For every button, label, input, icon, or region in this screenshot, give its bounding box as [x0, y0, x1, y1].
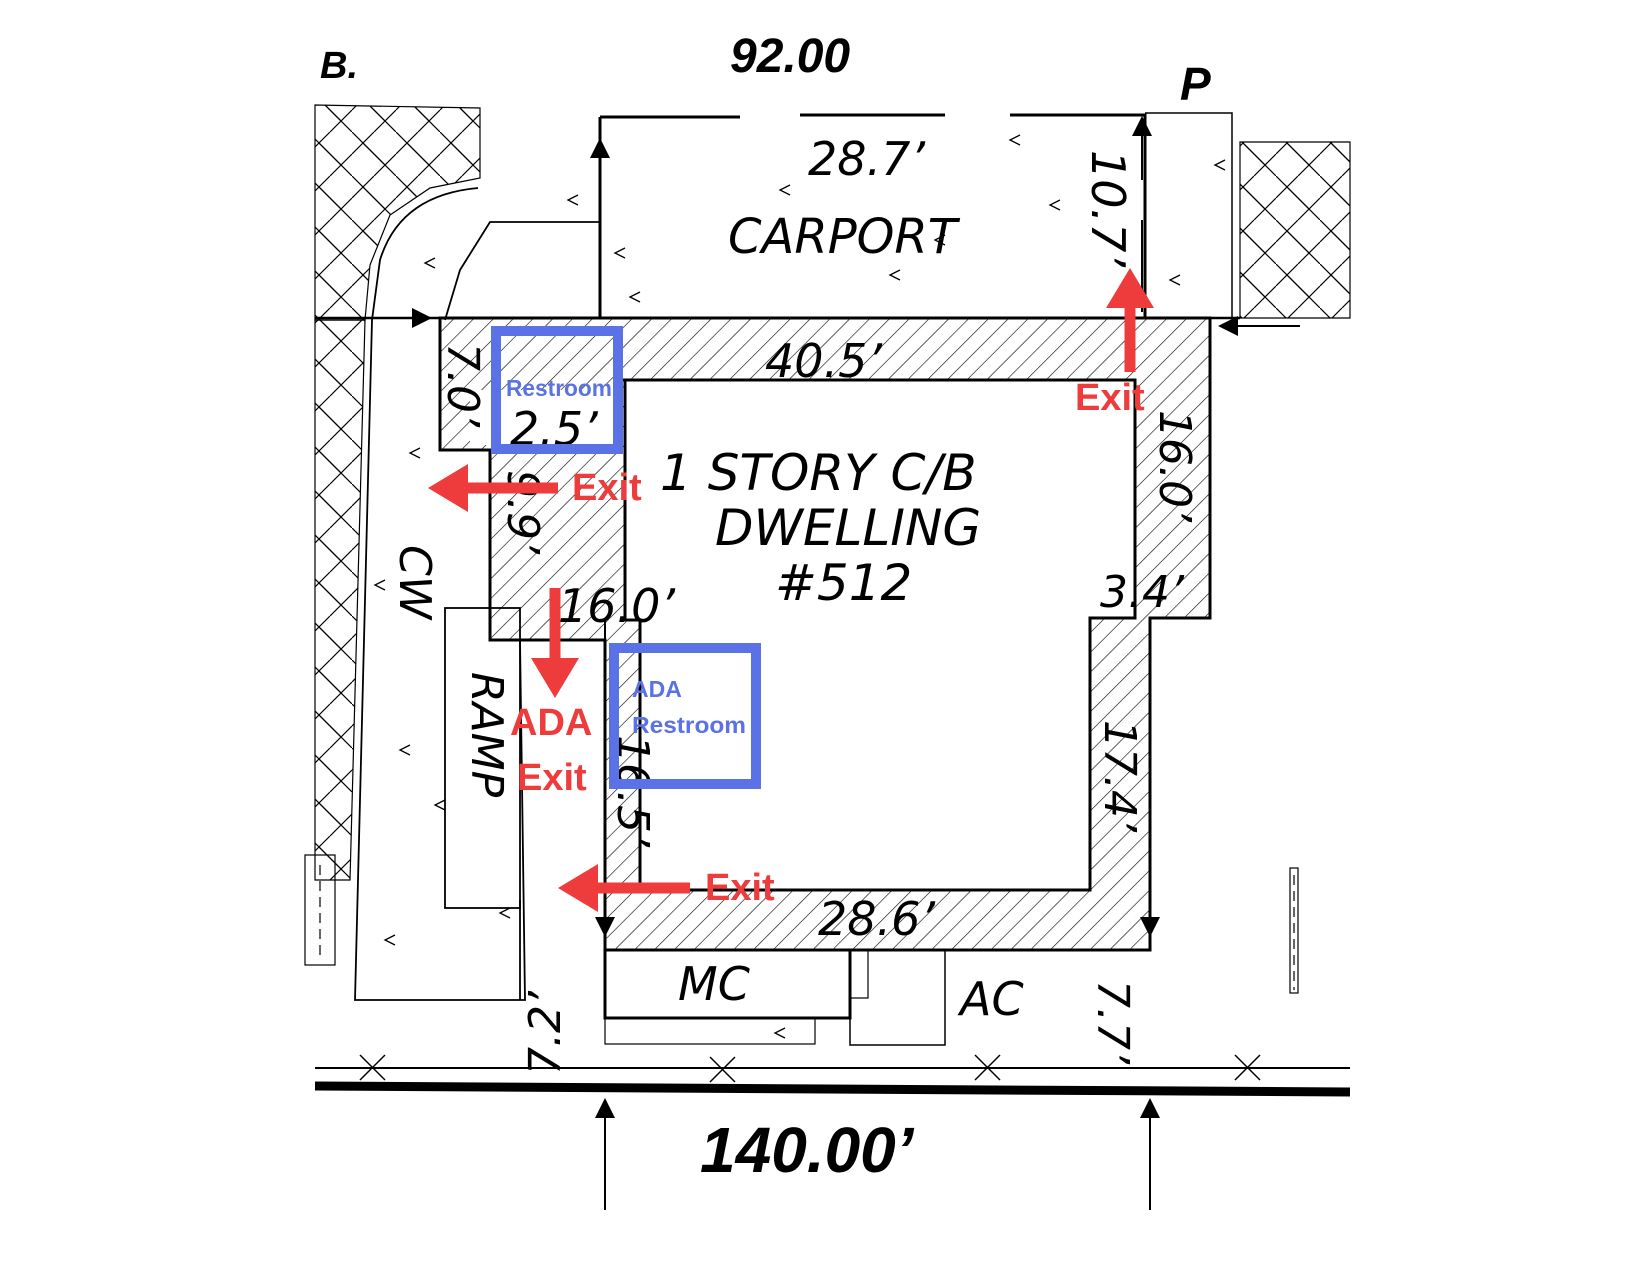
ac-label: AC: [957, 972, 1024, 1026]
exit-label-bottom: Exit: [705, 867, 775, 909]
carport-label: CARPORT: [728, 209, 961, 265]
dwelling-title-line2: DWELLING: [715, 499, 981, 557]
dwelling-top-dim: 40.5’: [765, 334, 882, 388]
ada-exit-label-line1: ADA: [510, 702, 592, 744]
restroom-label: Restroom: [506, 375, 612, 401]
mc-ac-equipment: [603, 948, 946, 1046]
ada-restroom-label-line1: ADA: [632, 676, 682, 702]
dwelling-number: #512: [775, 554, 912, 612]
top-right-cut-label: P: [1180, 58, 1211, 110]
exit-arrow-bottom: [558, 864, 690, 912]
dwelling-right-step-dim: 3.4’: [1100, 567, 1185, 618]
ada-exit-label-line2: Exit: [517, 757, 587, 799]
fence-stubs: [304, 854, 1299, 994]
dwelling-right-upper-dim: 16.0’: [1149, 410, 1200, 523]
carport-width-label: 28.7’: [808, 132, 925, 186]
walkway-label: CW: [389, 545, 440, 621]
concrete-marks: [373, 134, 1226, 1039]
carport-depth-label: 10.7’: [1081, 150, 1135, 267]
frontage-dim-arrows: [595, 620, 1160, 1210]
dwelling-left-upper-dim: 7.0’: [437, 343, 488, 428]
brick-area-left: [314, 104, 481, 881]
restroom-box: [491, 326, 623, 454]
ramp-label: RAMP: [461, 672, 512, 798]
setback-left-label: 7.2’: [520, 990, 571, 1075]
setback-right-label: 7.7’: [1087, 980, 1138, 1065]
dwelling-step-dim: 16.0’: [558, 579, 675, 633]
dwelling-title-line1: 1 STORY C/B: [660, 444, 977, 502]
dwelling-right-lower-dim: 17.4’: [1094, 720, 1145, 833]
property-lines: [314, 1054, 1351, 1097]
walkway-outline: [354, 187, 600, 1001]
carport-dim-arrows: [320, 116, 1300, 336]
exit-arrow-left: [428, 464, 558, 512]
frontage-label: 140.00’: [700, 1114, 915, 1186]
exit-label-top-right: Exit: [1075, 377, 1145, 419]
ada-exit-arrow: [531, 588, 579, 698]
exit-label-left: Exit: [572, 467, 642, 509]
ada-restroom-label-line2: Restroom: [632, 712, 746, 738]
brick-area-right: [1239, 141, 1351, 319]
mc-label: MC: [678, 957, 750, 1011]
ada-restroom-box: [609, 643, 761, 789]
dwelling-bottom-dim: 28.6’: [818, 892, 935, 946]
top-left-cut-label: B.: [320, 45, 358, 87]
exit-arrow-top-right: [1106, 268, 1154, 372]
top-dimension-label: 92.00: [730, 30, 850, 83]
